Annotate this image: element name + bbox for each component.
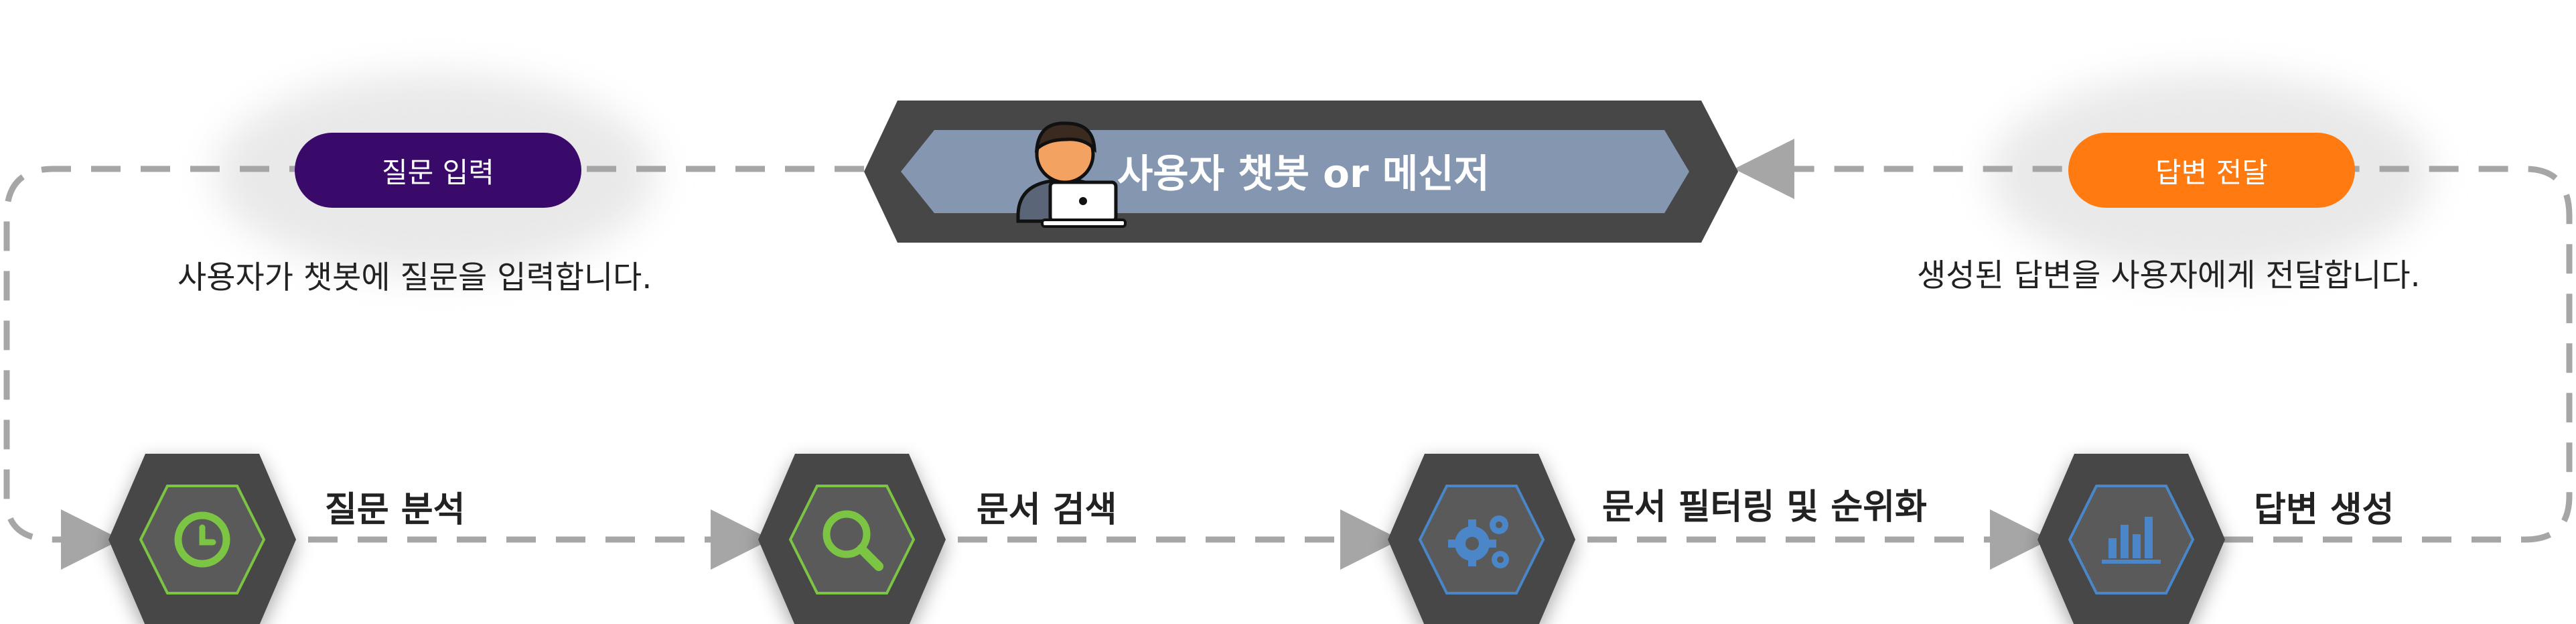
step-label-2: 문서 검색 xyxy=(977,490,1117,530)
dashed-connectors xyxy=(3,139,2573,570)
step-label-1: 질문 분석 xyxy=(325,490,466,530)
right-loop-connector xyxy=(1734,139,2573,543)
step-hex-2 xyxy=(758,454,946,624)
input-description: 사용자가 챗봇에 질문을 입력합니다. xyxy=(177,259,652,296)
deliver-description: 생성된 답변을 사용자에게 전달합니다. xyxy=(1917,257,2421,294)
banner-title: 사용자 챗봇 or 메신저 xyxy=(1117,151,1490,196)
step-hex-1 xyxy=(109,454,296,624)
bar-chart-icon xyxy=(2102,517,2161,564)
user-laptop-icon xyxy=(1016,121,1127,228)
deliver-pill xyxy=(2068,133,2355,208)
step-hex-3 xyxy=(1388,454,1575,624)
deliver-pill-label: 답변 전달 xyxy=(2155,155,2268,189)
input-pill xyxy=(295,133,581,208)
clock-icon xyxy=(174,511,230,568)
step-label-3: 문서 필터링 및 순위화 xyxy=(1602,487,1927,527)
search-icon xyxy=(822,510,883,571)
step-label-4: 답변 생성 xyxy=(2254,490,2394,530)
input-pill-label: 질문 입력 xyxy=(382,155,494,189)
step-hex-4 xyxy=(2037,454,2225,624)
gears-icon xyxy=(1448,515,1509,568)
left-loop-connector xyxy=(3,166,864,570)
